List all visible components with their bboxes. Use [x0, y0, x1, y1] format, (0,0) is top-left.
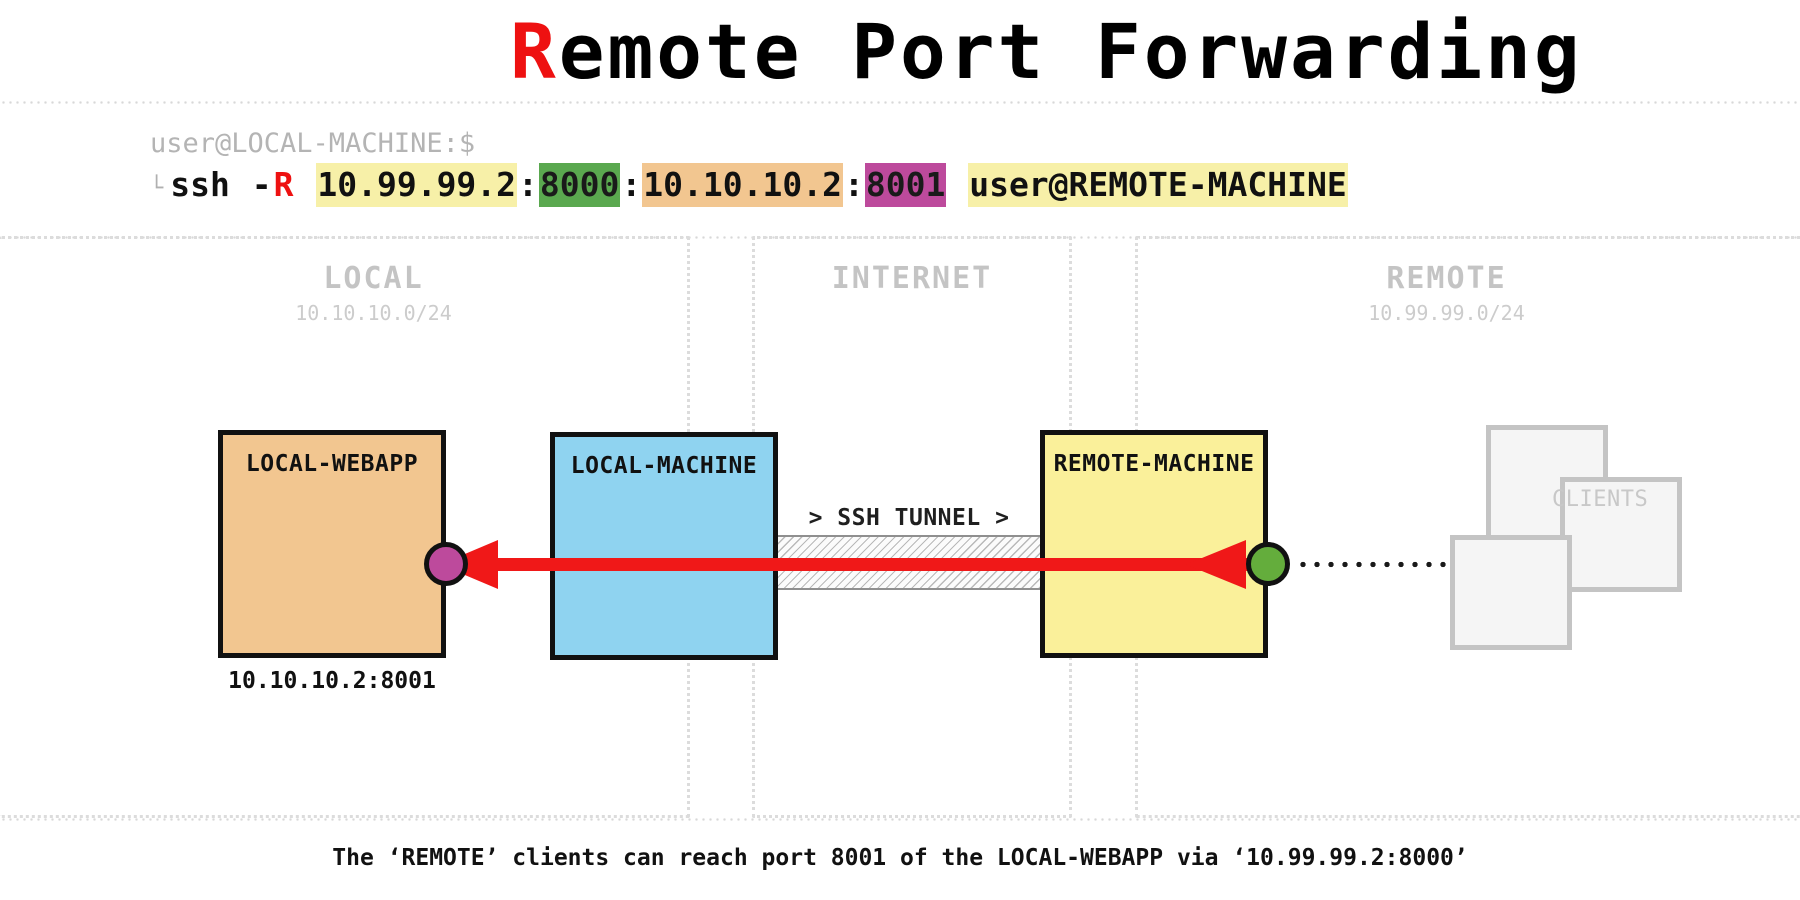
node-local-webapp-label: LOCAL-WEBAPP [245, 451, 419, 477]
cmd-token-ssh: ssh [170, 165, 230, 205]
page-title: Remote Port Forwarding [217, 0, 1582, 166]
cmd-token-dash: - [231, 165, 272, 205]
continuation-corner-icon: └ [150, 175, 164, 201]
cmd-token-space-2 [946, 163, 968, 207]
command-block: user@LOCAL-MACHINE:$ └ssh -R 10.99.99.2:… [150, 128, 1710, 207]
title-rest: emote Port Forwarding [558, 6, 1583, 96]
client-connection-dotted-line [1296, 561, 1471, 568]
client-box [1560, 477, 1682, 592]
cmd-token-space-1 [294, 163, 316, 207]
client-box [1450, 535, 1572, 650]
cmd-token-ssh-destination: user@REMOTE-MACHINE [968, 163, 1348, 207]
clients-cluster: CLIENTS [1440, 415, 1700, 705]
zone-remote-title: REMOTE [1386, 261, 1507, 296]
node-local-machine: LOCAL-MACHINE [550, 432, 778, 660]
cmd-token-colon-2: : [621, 165, 642, 205]
node-remote-machine-label: REMOTE-MACHINE [1053, 451, 1255, 477]
node-local-webapp: LOCAL-WEBAPP [218, 430, 446, 658]
title-bar: Remote Port Forwarding [0, 0, 1800, 103]
cmd-token-flag-R: R [273, 165, 294, 205]
cmd-token-bind-address: 10.99.99.2 [316, 163, 518, 207]
divider-below-title [0, 101, 1800, 104]
cmd-token-bind-port: 8000 [538, 163, 621, 207]
endpoint-remote-machine-port [1246, 542, 1290, 586]
divider-above-footer [0, 818, 1800, 821]
cmd-token-colon-1: : [518, 165, 538, 205]
zone-remote-subnet: 10.99.99.0/24 [1368, 301, 1525, 325]
ssh-command-line: └ssh -R 10.99.99.2:8000:10.10.10.2:8001 … [150, 163, 1710, 207]
cmd-token-target-port: 8001 [864, 163, 947, 207]
footer-caption: The ‘REMOTE’ clients can reach port 8001… [332, 845, 1468, 871]
zone-internet-title: INTERNET [831, 261, 993, 296]
ssh-tunnel-pipe [778, 535, 1040, 590]
shell-prompt: user@LOCAL-MACHINE:$ [150, 128, 476, 159]
clients-label: CLIENTS [1552, 487, 1649, 512]
cmd-token-target-host: 10.10.10.2 [642, 163, 843, 207]
zone-local-subnet: 10.10.10.0/24 [295, 301, 452, 325]
node-remote-machine: REMOTE-MACHINE [1040, 430, 1268, 658]
cmd-token-colon-3: : [843, 165, 864, 205]
ssh-tunnel-label: > SSH TUNNEL > [808, 505, 1010, 531]
title-accent-letter: R [509, 6, 559, 96]
zone-local-title: LOCAL [323, 261, 424, 296]
node-local-machine-label: LOCAL-MACHINE [570, 453, 758, 479]
node-local-webapp-address: 10.10.10.2:8001 [228, 668, 436, 694]
endpoint-local-webapp-port [424, 542, 468, 586]
